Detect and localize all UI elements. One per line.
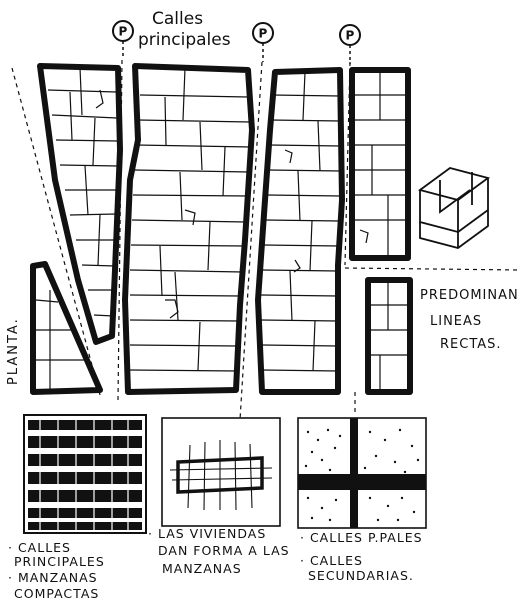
thumbnail-street-hierarchy	[297, 417, 427, 529]
street-marker-2-label: P	[259, 27, 268, 41]
block-3	[122, 63, 255, 395]
isometric-volume	[417, 167, 491, 249]
plan-label: PLANTA.	[6, 317, 21, 385]
caption-right-line-1: · CALLES P.PALES	[300, 530, 423, 545]
side-note-line-1: PREDOMINAN	[420, 288, 519, 303]
street-marker-1-label: P	[119, 25, 128, 39]
side-note-line-2: LINEAS	[430, 314, 482, 329]
block-2	[30, 261, 103, 395]
caption-middle: · LAS VIVIENDAS DAN FORMA A LAS MANZANAS	[148, 526, 290, 576]
thumbnail-housing-blocks	[161, 417, 281, 527]
street-marker-2: P	[252, 22, 274, 62]
block-4	[255, 67, 345, 395]
side-note: PREDOMINAN LINEAS RECTAS.	[420, 288, 519, 352]
caption-right-line-2: · CALLES	[300, 553, 363, 568]
title-line-2: principales	[138, 30, 231, 50]
street-marker-1: P	[112, 20, 134, 58]
caption-left-line-1: · CALLES	[8, 540, 71, 555]
block-5	[349, 67, 411, 261]
caption-left: · CALLES PRINCIPALES · MANZANAS COMPACTA…	[8, 540, 105, 601]
block-6	[365, 277, 413, 395]
block-1	[37, 63, 123, 345]
caption-right: · CALLES P.PALES · CALLES SECUNDARIAS.	[300, 530, 423, 583]
side-note-line-3: RECTAS.	[440, 337, 502, 352]
caption-left-line-2: PRINCIPALES	[14, 554, 105, 569]
street-marker-3: P	[339, 24, 361, 64]
caption-middle-line-1: · LAS VIVIENDAS	[148, 526, 266, 541]
caption-right-line-3: SECUNDARIAS.	[308, 568, 414, 583]
street-marker-3-label: P	[346, 29, 355, 43]
caption-middle-line-2: DAN FORMA A LAS	[158, 543, 290, 558]
caption-left-line-4: COMPACTAS	[14, 586, 99, 601]
caption-left-line-3: · MANZANAS	[8, 570, 98, 585]
title-line-1: Calles	[152, 9, 203, 29]
thumbnail-compact-blocks	[23, 414, 147, 534]
caption-middle-line-3: MANZANAS	[162, 561, 242, 576]
